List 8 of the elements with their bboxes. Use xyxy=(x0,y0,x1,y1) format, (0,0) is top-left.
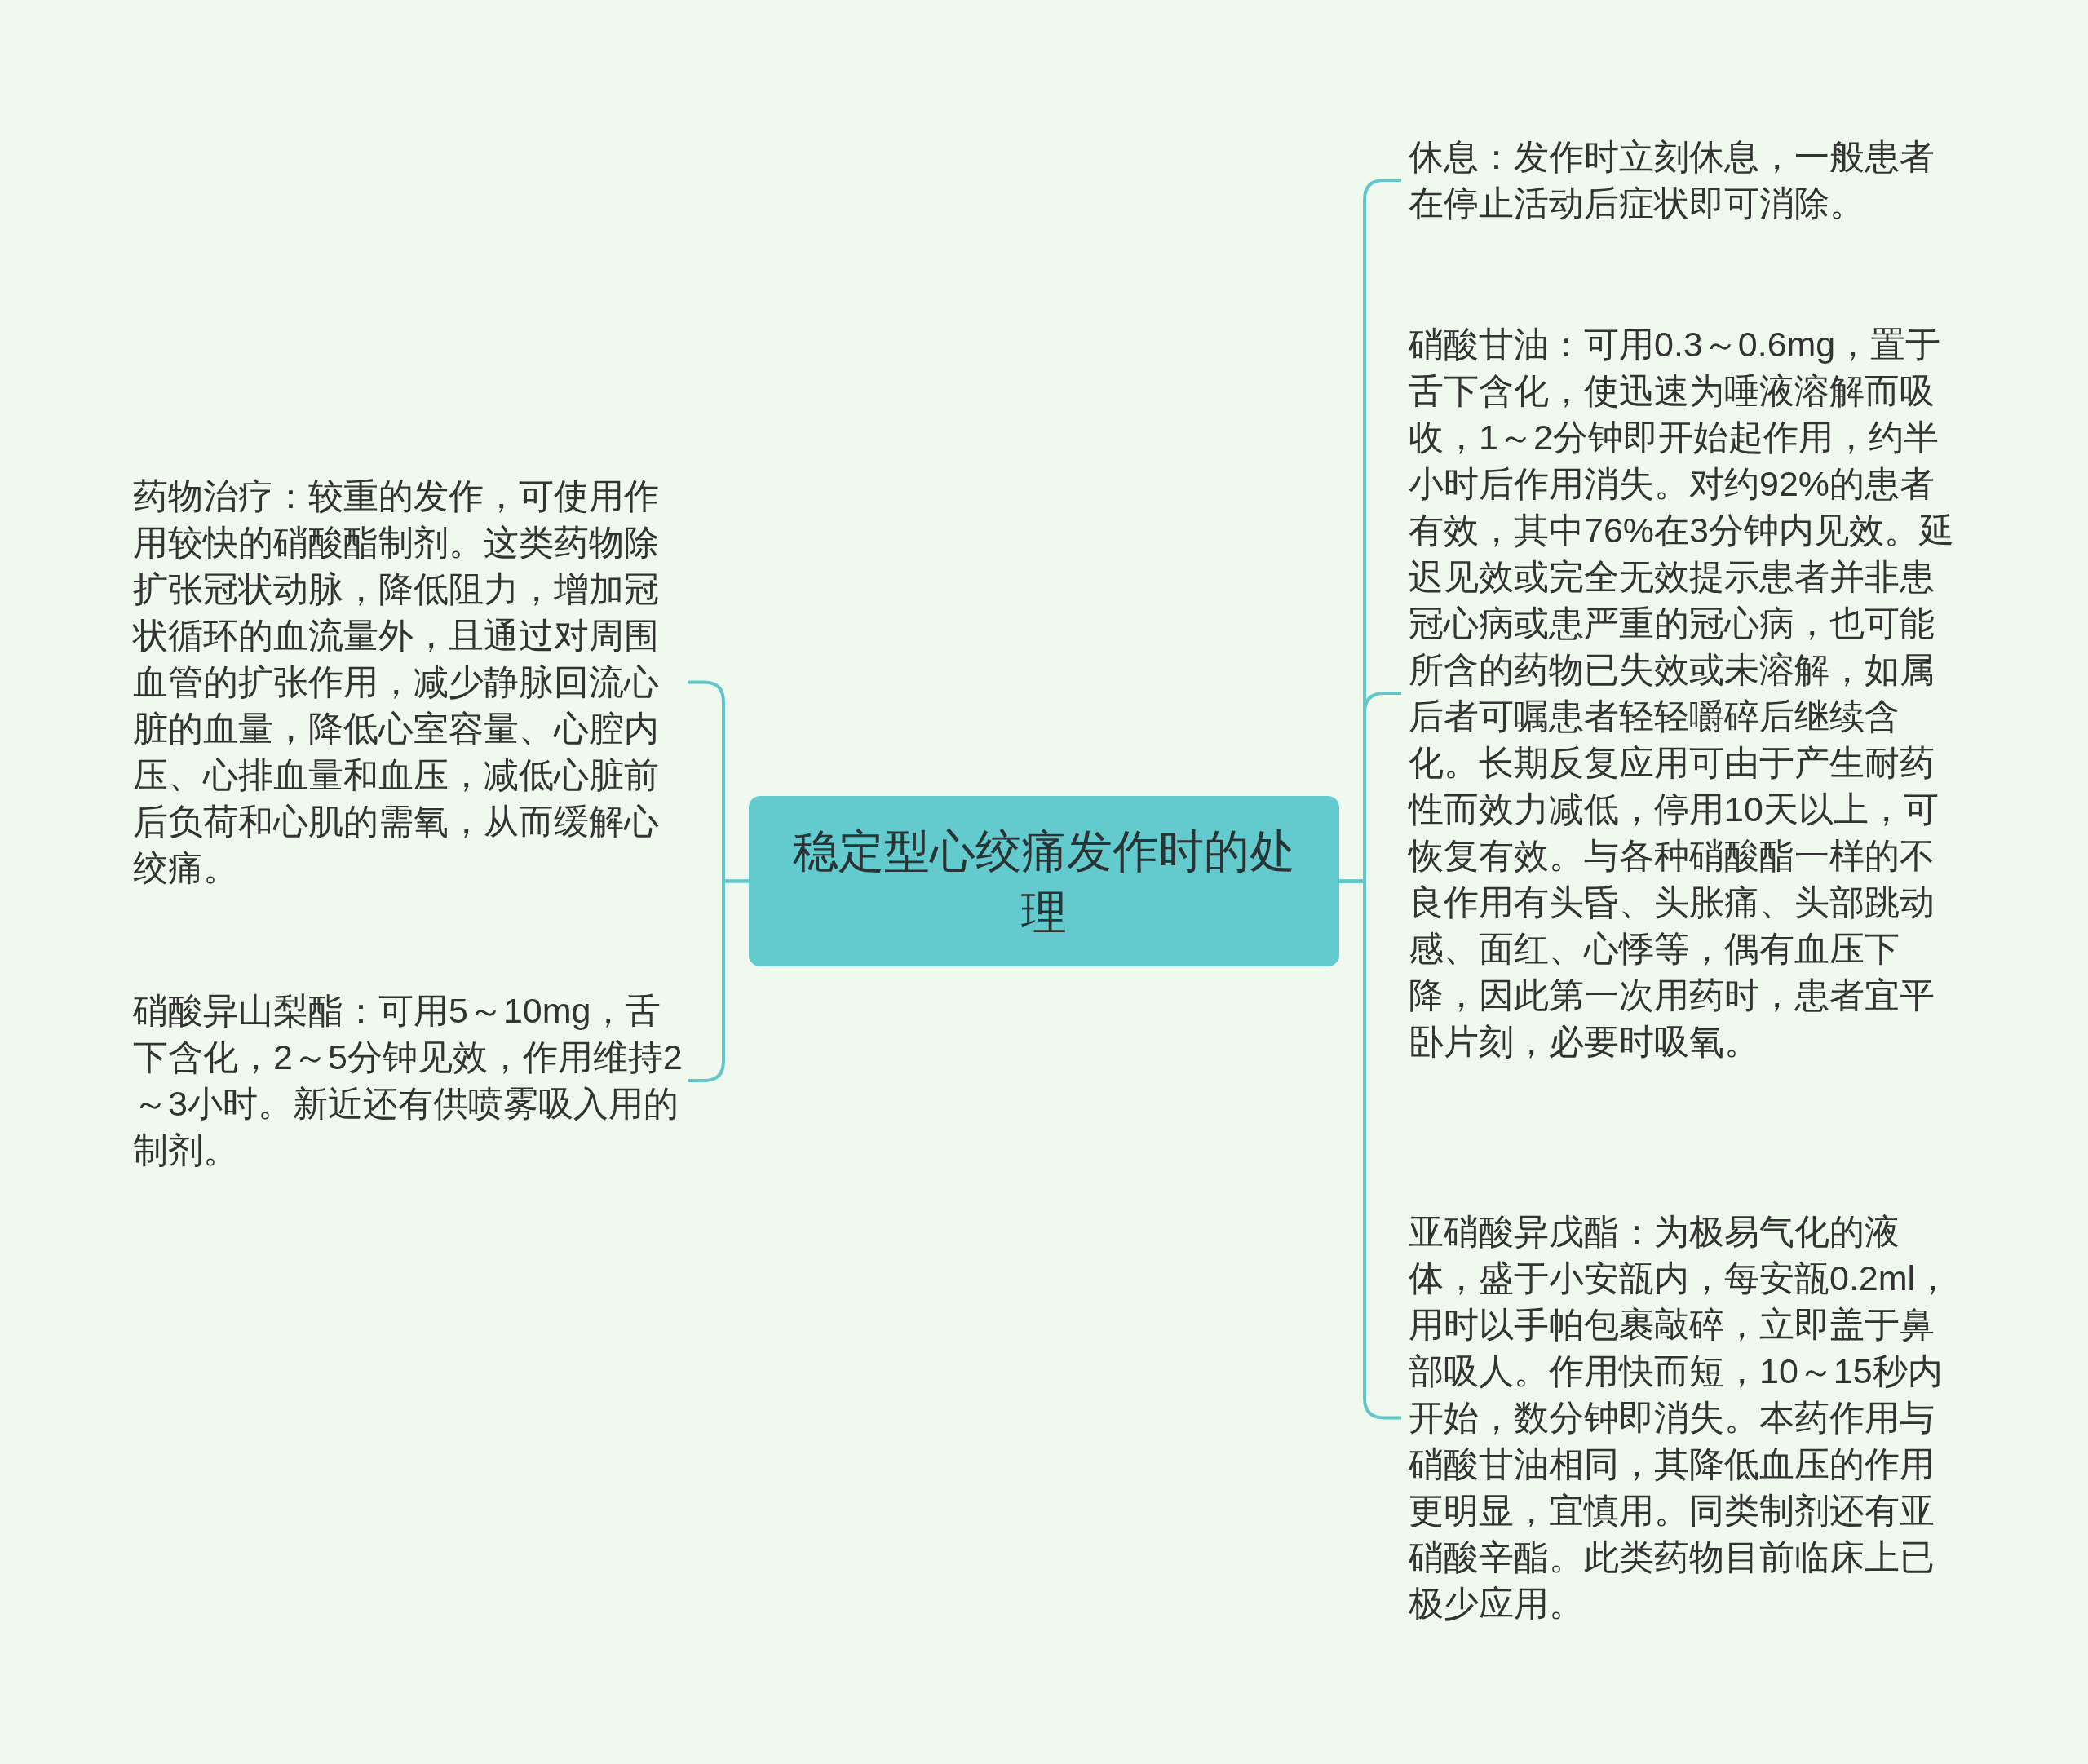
subtopic-text: 亚硝酸异戊酯：为极易气化的液体，盛于小安瓿内，每安瓿0.2ml，用时以手帕包裹敲碎，立即盖于鼻部吸人。作用快而短，10～15秒内开始，数分钟即消失。本药作用与硝酸甘油相同，其降低血压的作用更明显，宜慎用。同类制剂还有亚硝酸辛酯。此类药物目前临床上已极少应用。 xyxy=(1401,1209,1964,1627)
subtopic-text: 休息：发作时立刻休息，一般患者在停止活动后症状即可消除。 xyxy=(1401,134,1964,227)
connector-line xyxy=(688,879,749,1082)
connector-line xyxy=(1339,879,1401,1420)
central-topic-box: 稳定型心绞痛发作时的处理 xyxy=(749,796,1339,966)
subtopic-text: 硝酸异山梨酯：可用5～10mg，舌下含化，2～5分钟见效，作用维持2～3小时。新近还有供喷雾吸入用的制剂。 xyxy=(133,988,688,1174)
subtopic-text: 药物治疗：较重的发作，可使用作用较快的硝酸酯制剂。这类药物除扩张冠状动脉，降低阻力，增加冠状循环的血流量外，且通过对周围血管的扩张作用，减少静脉回流心脏的血量，降低心室容量、心腔内压、心排血量和血压，减低心脏前后负荷和心肌的需氧，从而缓解心绞痛。 xyxy=(133,473,688,891)
subtopic-text: 硝酸甘油：可用0.3～0.6mg，置于舌下含化，使迅速为唾液溶解而吸收，1～2分钟即开始起作用，约半小时后作用消失。对约92%的患者有效，其中76%在3分钟内见效。延迟见效或完全无效提示患者并非患冠心病或患严重的冠心病，也可能所含的药物已失效或未溶解，如属后者可嘱患者轻轻嚼碎后继续含化。长期反复应用可由于产生耐药性而效力减低，停用10天以上，可恢复有效。与各种硝酸酯一样的不良作用有头昏、头胀痛、头部跳动感、面红、心悸等，偶有血压下降，因此第一次用药时，患者宜平卧片刻，必要时吸氧。 xyxy=(1401,321,1964,1065)
